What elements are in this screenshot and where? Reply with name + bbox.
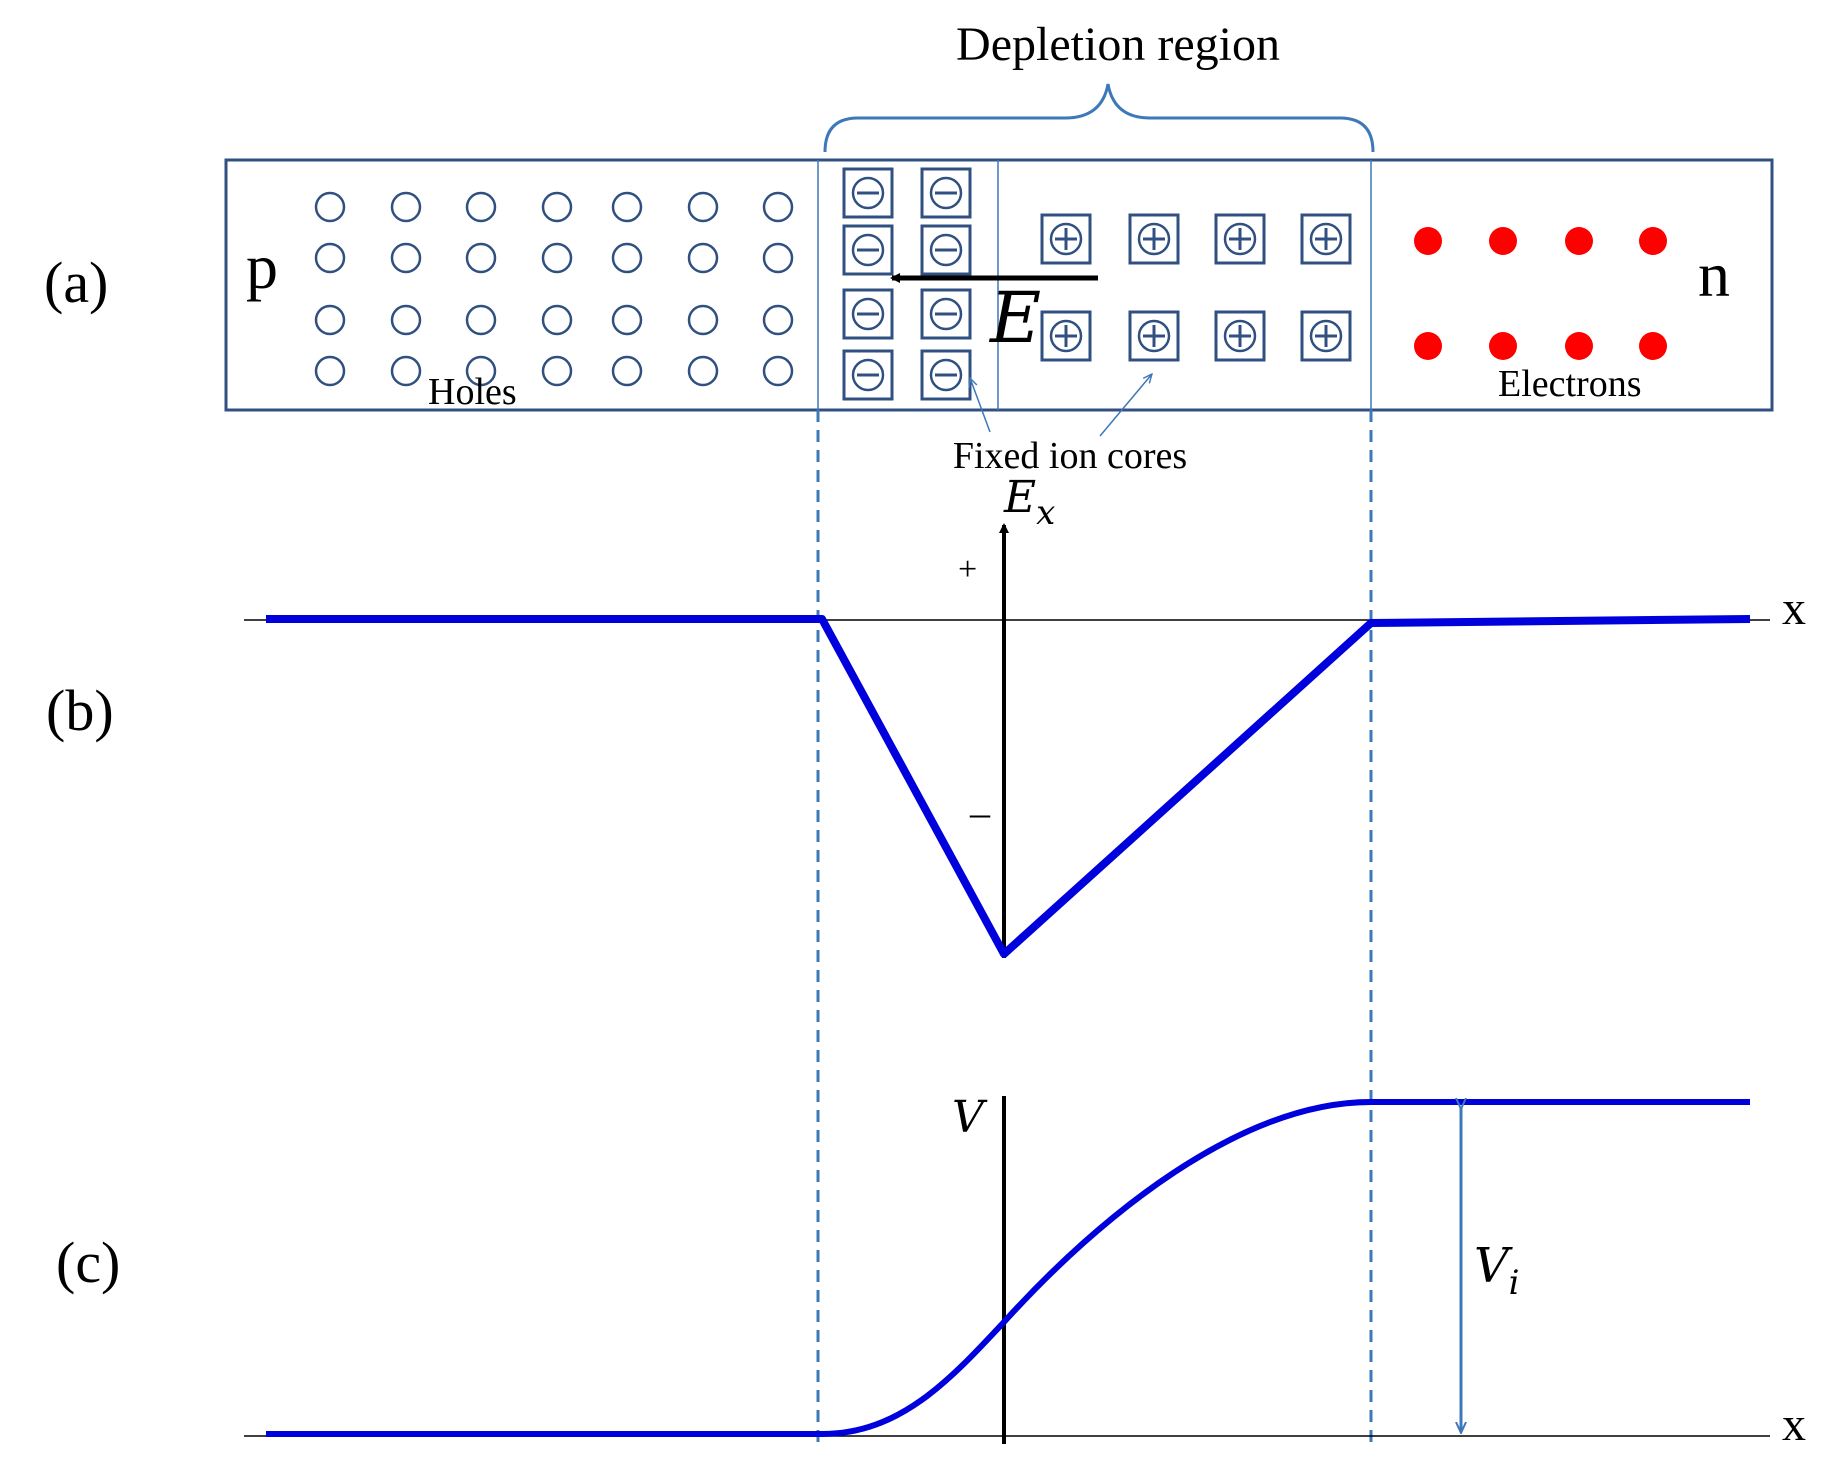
hole-icon	[762, 355, 794, 387]
hole-icon	[314, 304, 346, 336]
hole-icon	[541, 242, 573, 274]
v-axis-label: V	[952, 1092, 988, 1143]
negative-ion-icon	[842, 349, 894, 401]
electron-icon	[1639, 227, 1667, 255]
hole-icon	[541, 304, 573, 336]
hole-icon	[762, 304, 794, 336]
panel-b-label: (b)	[46, 678, 114, 743]
hole-icon	[465, 242, 497, 274]
hole-icon	[541, 355, 573, 387]
negative-ion-icon	[842, 224, 894, 276]
ions-group	[842, 167, 1352, 401]
x-axis-b-label: x	[1782, 582, 1806, 635]
positive-ion-icon	[1214, 213, 1266, 265]
holes-label: Holes	[428, 371, 517, 413]
hole-icon	[687, 242, 719, 274]
hole-icon	[390, 304, 422, 336]
hole-icon	[541, 191, 573, 223]
hole-icon	[465, 191, 497, 223]
plus-sign: +	[958, 551, 977, 588]
positive-ion-icon	[1040, 213, 1092, 265]
positive-ion-icon	[1300, 310, 1352, 362]
negative-ion-icon	[920, 288, 972, 340]
ex-axis-label: Ex	[1003, 472, 1055, 533]
n-side-label: n	[1698, 239, 1730, 310]
hole-icon	[611, 242, 643, 274]
hole-icon	[687, 355, 719, 387]
hole-icon	[390, 242, 422, 274]
electron-icon	[1565, 227, 1593, 255]
hole-icon	[390, 191, 422, 223]
hole-icon	[390, 355, 422, 387]
hole-icon	[314, 191, 346, 223]
electron-icon	[1489, 227, 1517, 255]
hole-icon	[762, 191, 794, 223]
panel-c-label: (c)	[56, 1230, 120, 1295]
field-E-label: E	[988, 277, 1041, 359]
negative-ion-icon	[920, 167, 972, 219]
negative-ion-icon	[842, 167, 894, 219]
ion-pointer-right	[1099, 374, 1152, 437]
positive-ion-icon	[1128, 213, 1180, 265]
holes-group	[314, 191, 794, 387]
negative-ion-icon	[920, 349, 972, 401]
hole-icon	[465, 304, 497, 336]
electron-icon	[1565, 332, 1593, 360]
negative-ion-icon	[920, 224, 972, 276]
junction-frame	[224, 158, 1774, 412]
hole-icon	[762, 242, 794, 274]
hole-icon	[611, 191, 643, 223]
hole-icon	[465, 355, 497, 387]
fixed-ion-cores-label: Fixed ion cores	[953, 435, 1187, 477]
electrons-label: Electrons	[1498, 363, 1642, 405]
p-side-label: p	[246, 231, 278, 302]
potential-profile-curve	[266, 1099, 1750, 1437]
positive-ion-icon	[1214, 310, 1266, 362]
hole-icon	[314, 355, 346, 387]
positive-ion-icon	[1040, 310, 1092, 362]
positive-ion-icon	[1300, 213, 1352, 265]
hole-icon	[687, 191, 719, 223]
field-profile-curve	[266, 615, 1751, 958]
negative-ion-icon	[842, 288, 894, 340]
electron-icon	[1639, 332, 1667, 360]
panel-a-label: (a)	[44, 250, 108, 315]
vi-label: Vi	[1474, 1238, 1520, 1303]
hole-icon	[314, 242, 346, 274]
electron-icon	[1414, 332, 1442, 360]
hole-icon	[611, 355, 643, 387]
minus-sign: –	[969, 790, 991, 835]
electron-icon	[1489, 332, 1517, 360]
hole-icon	[611, 304, 643, 336]
depletion-region-brace	[823, 83, 1375, 153]
electrons-group	[1414, 227, 1667, 360]
hole-icon	[687, 304, 719, 336]
positive-ion-icon	[1128, 310, 1180, 362]
electron-icon	[1414, 227, 1442, 255]
ion-pointer-left	[970, 378, 991, 433]
x-axis-c-label: x	[1782, 1398, 1806, 1451]
depletion-region-label: Depletion region	[956, 18, 1280, 71]
